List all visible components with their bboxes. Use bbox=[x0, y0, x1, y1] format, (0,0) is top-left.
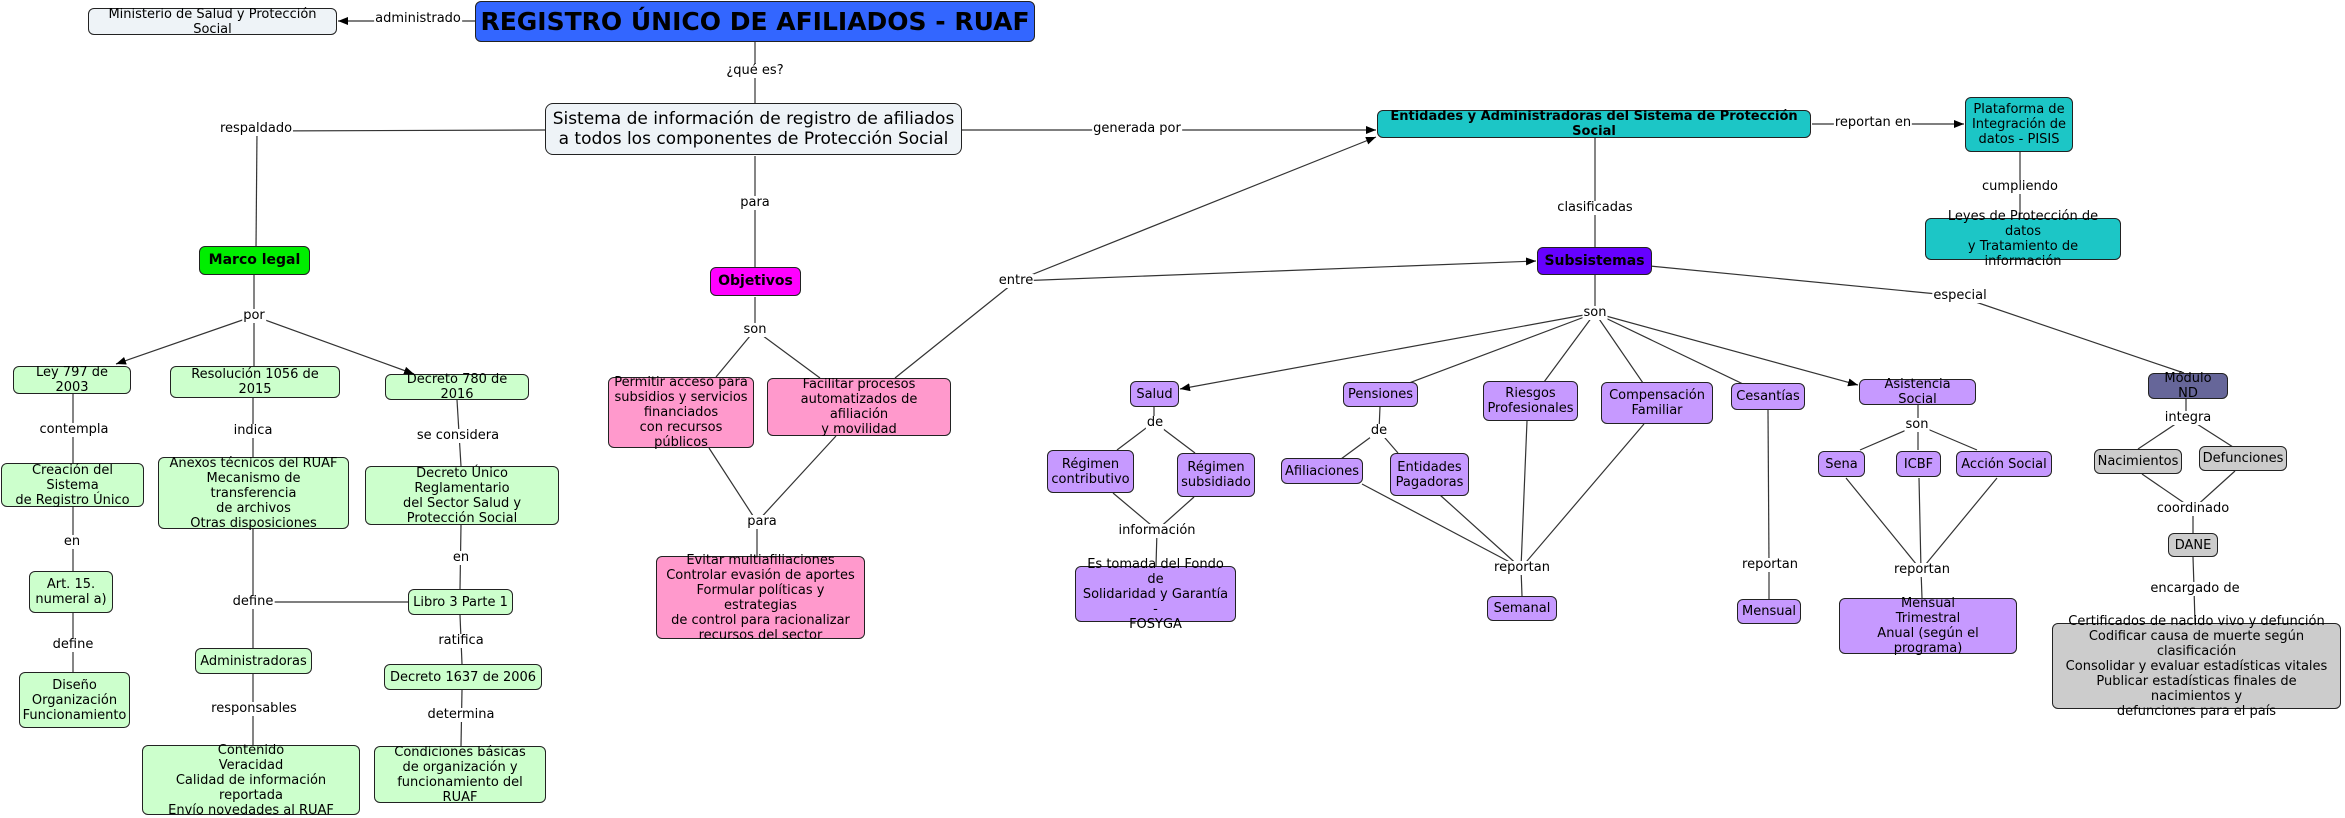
link-reportan-semanal: reportan bbox=[1493, 560, 1551, 575]
link-clasificadas: clasificadas bbox=[1556, 200, 1634, 215]
link-se-considera: se considera bbox=[415, 428, 501, 443]
pisis-node[interactable]: Plataforma de Integración de datos - PIS… bbox=[1965, 97, 2073, 152]
link-informacion: información bbox=[1117, 523, 1197, 538]
link-reportan-asistencia: reportan bbox=[1893, 562, 1951, 577]
link-cumpliendo: cumpliendo bbox=[1981, 179, 2059, 194]
link-reportan-mensual: reportan bbox=[1741, 557, 1799, 572]
permitir-node[interactable]: Permitir acceso para subsidios y servici… bbox=[608, 375, 754, 450]
link-para-evitar: para bbox=[746, 514, 778, 529]
link-respaldado: respaldado bbox=[218, 121, 294, 136]
creacion-node[interactable]: Creación del Sistema de Registro Único bbox=[1, 463, 144, 508]
link-son-objetivos: son bbox=[742, 322, 768, 337]
pensiones-node[interactable]: Pensiones bbox=[1343, 382, 1418, 407]
certificados-node[interactable]: Certificados de nacido vivo y defunción … bbox=[2052, 614, 2341, 719]
nacimientos-node[interactable]: Nacimientos bbox=[2094, 449, 2182, 474]
decreto-1637-node[interactable]: Decreto 1637 de 2006 bbox=[384, 664, 542, 690]
link-determina: determina bbox=[426, 707, 496, 722]
resolucion-1056-node[interactable]: Resolución 1056 de 2015 bbox=[170, 366, 340, 398]
link-administrado: administrado bbox=[374, 11, 462, 26]
anexos-node[interactable]: Anexos técnicos del RUAF Mecanismo de tr… bbox=[158, 456, 349, 531]
libro-3-node[interactable]: Libro 3 Parte 1 bbox=[408, 589, 513, 615]
cesantias-node[interactable]: Cesantías bbox=[1731, 383, 1805, 410]
link-son-asistencia: son bbox=[1904, 417, 1930, 432]
entidades-node[interactable]: Entidades y Administradoras del Sistema … bbox=[1377, 109, 1811, 139]
decreto-780-node[interactable]: Decreto 780 de 2016 bbox=[385, 372, 529, 402]
modulo-nd-node[interactable]: Módulo ND bbox=[2148, 371, 2228, 401]
facilitar-node[interactable]: Facilitar procesos automatizados de afil… bbox=[767, 377, 951, 437]
compensacion-node[interactable]: Compensación Familiar bbox=[1601, 382, 1713, 424]
link-entre: entre bbox=[997, 273, 1035, 288]
link-en-libro: en bbox=[451, 550, 471, 565]
salud-node[interactable]: Salud bbox=[1130, 381, 1179, 407]
link-define-libro: define bbox=[231, 594, 275, 609]
link-en-art: en bbox=[62, 534, 82, 549]
regimen-subsidiado-node[interactable]: Régimen subsidiado bbox=[1177, 453, 1255, 497]
ley-797-node[interactable]: Ley 797 de 2003 bbox=[13, 365, 131, 395]
sistema-node[interactable]: Sistema de información de registro de af… bbox=[545, 103, 962, 155]
condiciones-node[interactable]: Condiciones básicas de organización y fu… bbox=[374, 745, 546, 805]
contenido-node[interactable]: Contenido Veracidad Calidad de informaci… bbox=[142, 743, 360, 818]
link-por: por bbox=[242, 308, 266, 323]
link-responsables: responsables bbox=[210, 701, 298, 716]
asistencia-node[interactable]: Asistencia Social bbox=[1859, 377, 1976, 407]
link-de-salud: de bbox=[1145, 415, 1165, 430]
link-encargado-de: encargado de bbox=[2149, 581, 2241, 596]
afiliaciones-node[interactable]: Afiliaciones bbox=[1281, 458, 1363, 484]
decreto-unico-node[interactable]: Decreto Único Reglamentario del Sector S… bbox=[365, 466, 559, 526]
link-indica: indica bbox=[232, 423, 274, 438]
link-define-diseno: define bbox=[51, 637, 95, 652]
leyes-node[interactable]: Leyes de Protección de datos y Tratamien… bbox=[1925, 209, 2121, 269]
link-generada-por: generada por bbox=[1092, 121, 1182, 136]
link-para-objetivos: para bbox=[739, 195, 771, 210]
objetivos-node[interactable]: Objetivos bbox=[710, 267, 801, 296]
link-ratifica: ratifica bbox=[437, 633, 485, 648]
sena-node[interactable]: Sena bbox=[1818, 451, 1865, 477]
art-15-node[interactable]: Art. 15. numeral a) bbox=[29, 571, 113, 613]
link-integra: integra bbox=[2163, 410, 2213, 425]
semanal-node[interactable]: Semanal bbox=[1487, 596, 1557, 621]
regimen-contributivo-node[interactable]: Régimen contributivo bbox=[1047, 450, 1134, 493]
riesgos-node[interactable]: Riesgos Profesionales bbox=[1483, 381, 1578, 421]
link-que-es: ¿qué es? bbox=[725, 63, 785, 78]
marco-legal-node[interactable]: Marco legal bbox=[199, 246, 310, 275]
link-son-subsistemas: son bbox=[1582, 305, 1608, 320]
evitar-node[interactable]: Evitar multiafiliaciones Controlar evasi… bbox=[656, 553, 865, 643]
link-reportan-en: reportan en bbox=[1833, 115, 1913, 130]
administradoras-node[interactable]: Administradoras bbox=[195, 648, 312, 674]
dane-node[interactable]: DANE bbox=[2168, 533, 2218, 557]
icbf-node[interactable]: ICBF bbox=[1896, 451, 1941, 477]
mensual-node[interactable]: Mensual bbox=[1737, 599, 1801, 624]
entidades-pagadoras-node[interactable]: Entidades Pagadoras bbox=[1390, 453, 1469, 496]
mensual-trimestral-node[interactable]: Mensual Trimestral Anual (según el progr… bbox=[1839, 596, 2017, 656]
link-coordinado: coordinado bbox=[2155, 501, 2231, 516]
link-especial: especial bbox=[1932, 288, 1988, 303]
subsistemas-node[interactable]: Subsistemas bbox=[1537, 247, 1652, 275]
ministerio-node[interactable]: Ministerio de Salud y Protección Social bbox=[88, 7, 337, 37]
accion-social-node[interactable]: Acción Social bbox=[1956, 451, 2052, 477]
diseno-node[interactable]: Diseño Organización Funcionamiento bbox=[19, 672, 130, 728]
link-de-pensiones: de bbox=[1369, 423, 1389, 438]
title-node[interactable]: REGISTRO ÚNICO DE AFILIADOS - RUAF bbox=[475, 1, 1035, 42]
link-contempla: contempla bbox=[38, 422, 110, 437]
fosyga-node[interactable]: Es tomada del Fondo de Solidaridad y Gar… bbox=[1075, 557, 1236, 632]
defunciones-node[interactable]: Defunciones bbox=[2199, 446, 2287, 471]
